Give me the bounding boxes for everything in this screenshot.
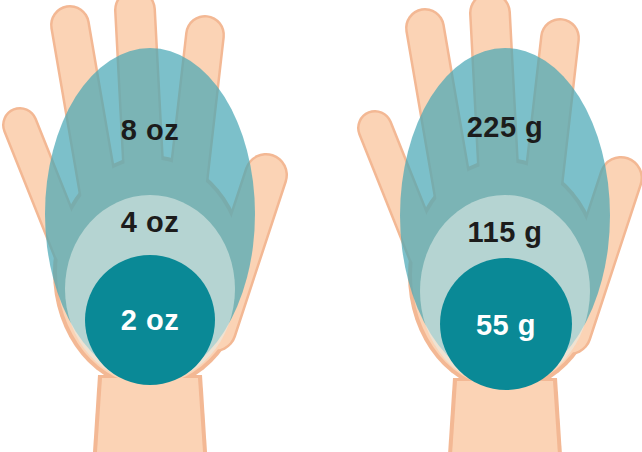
right-hand xyxy=(375,13,621,452)
left-hand xyxy=(20,10,266,452)
small-portion-circle: 55 g xyxy=(440,258,572,390)
medium-portion-ellipse: 115 g 55 g xyxy=(420,195,590,387)
portion-fill xyxy=(85,255,215,385)
portion-label: 4 oz xyxy=(65,204,235,240)
portion-label: 225 g xyxy=(400,109,610,145)
small-portion-circle: 2 oz xyxy=(85,255,215,385)
medium-portion-ellipse: 4 oz 2 oz xyxy=(65,195,235,383)
portion-label: 115 g xyxy=(420,214,590,250)
portion-label: 55 g xyxy=(440,307,572,343)
portion-label: 8 oz xyxy=(45,112,255,148)
portion-label: 2 oz xyxy=(85,302,215,338)
large-portion-ellipse: 225 g 115 g 55 g xyxy=(400,48,610,383)
large-portion-ellipse: 8 oz 4 oz 2 oz xyxy=(45,48,255,380)
portion-fill xyxy=(440,258,572,390)
